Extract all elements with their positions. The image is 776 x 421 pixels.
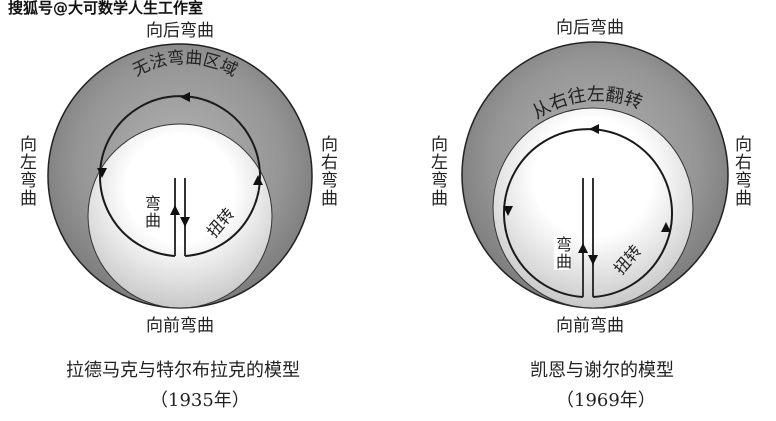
arrow-up-icon xyxy=(170,205,180,215)
motion-loop xyxy=(503,128,673,298)
left-model: 无法弯曲区域 xyxy=(47,43,313,309)
year-left: （1935年） xyxy=(150,390,250,411)
label-bend: 弯曲 xyxy=(553,236,572,270)
caption-left: 拉德马克与特尔布拉克的模型 xyxy=(66,360,300,381)
arrow-left-icon xyxy=(180,92,190,102)
right-model: 从右往左翻转 xyxy=(461,41,729,309)
arrow-down-icon xyxy=(97,168,107,178)
arrow-down-icon xyxy=(588,255,598,265)
arrow-down-icon xyxy=(180,217,190,227)
label-backward: 向后弯曲 xyxy=(146,21,214,41)
arrow-up-icon xyxy=(661,222,671,232)
motion-loop xyxy=(99,95,261,257)
label-forward: 向前弯曲 xyxy=(146,316,214,336)
watermark: 搜狐号@大可数学人生工作室 xyxy=(8,0,204,17)
label-left: 向左弯曲 xyxy=(427,135,447,207)
label-forward: 向前弯曲 xyxy=(556,316,624,336)
arrow-left-icon xyxy=(589,124,599,134)
arrow-up-icon xyxy=(578,243,588,253)
bendable-region xyxy=(87,123,273,309)
label-left: 向左弯曲 xyxy=(16,135,36,207)
label-right: 向右弯曲 xyxy=(317,135,337,207)
arrow-down-icon xyxy=(503,206,513,216)
label-bend: 弯曲 xyxy=(142,195,161,229)
label-backward: 向后弯曲 xyxy=(556,18,624,38)
caption-right: 凯恩与谢尔的模型 xyxy=(530,360,674,381)
year-right: （1969年） xyxy=(556,390,656,411)
label-right: 向右弯曲 xyxy=(731,135,751,207)
arrow-up-icon xyxy=(253,175,263,185)
